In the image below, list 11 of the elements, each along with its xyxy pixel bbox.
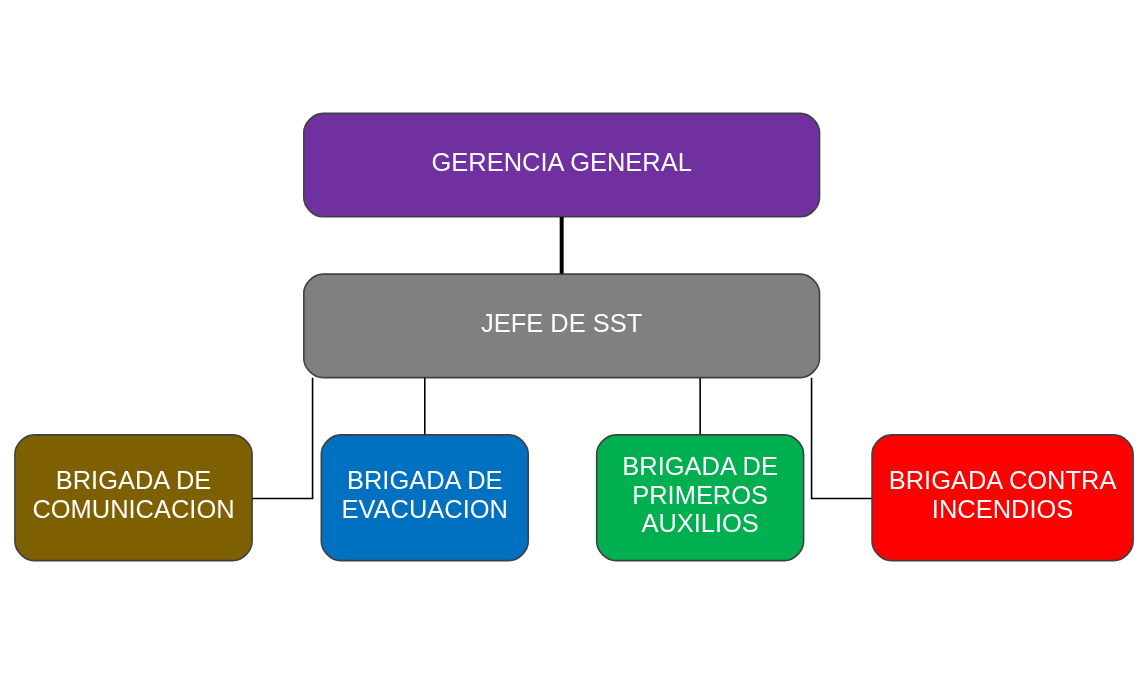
connector xyxy=(251,376,314,500)
node-box: BRIGADA CONTRA INCENDIOS xyxy=(871,434,1134,562)
connector xyxy=(559,216,564,274)
node-box: BRIGADA DE PRIMEROS AUXILIOS xyxy=(595,434,805,562)
connector xyxy=(810,376,873,500)
node-box: BRIGADA DE COMUNICACION xyxy=(14,434,253,562)
node-box: BRIGADA DE EVACUACION xyxy=(320,434,530,562)
node-box: GERENCIA GENERAL xyxy=(303,112,821,218)
connector xyxy=(424,377,426,436)
connector xyxy=(699,377,701,436)
node-box: JEFE DE SST xyxy=(303,273,821,379)
